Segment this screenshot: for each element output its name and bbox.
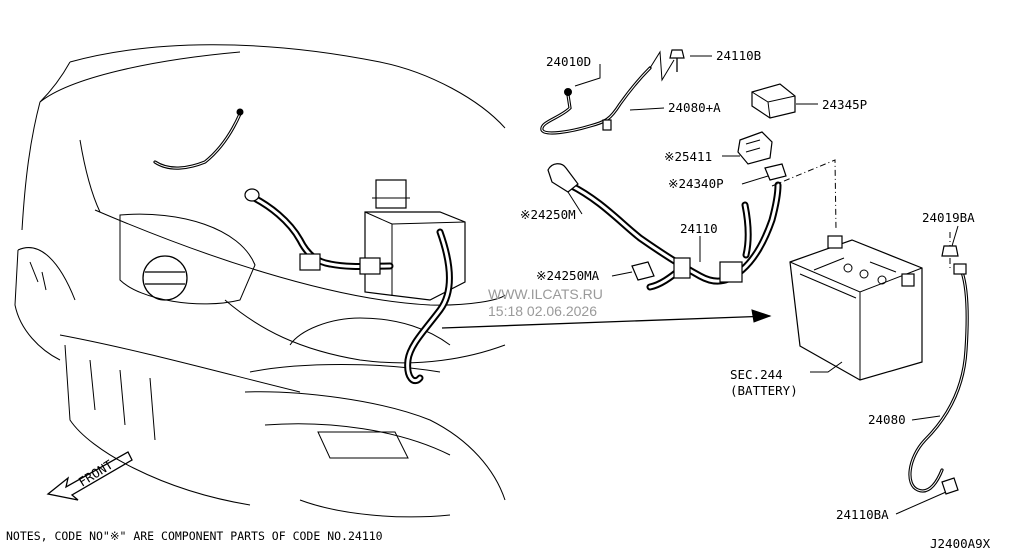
diagram-code: J2400A9X (930, 536, 991, 551)
callout-24110: 24110 (680, 221, 718, 236)
watermark-timestamp: 15:18 02.06.2026 (488, 303, 597, 319)
part-24340P-terminal (764, 163, 787, 181)
callout-24110B: 24110B (716, 48, 761, 63)
front-direction-arrow: FRONT (46, 451, 133, 501)
part-24250M-boot (547, 163, 579, 193)
watermark-site: WWW.ILCATS.RU (488, 286, 603, 302)
callout-25411: ※25411 (664, 149, 712, 164)
notes-text: NOTES, CODE NO"※" ARE COMPONENT PARTS OF… (6, 529, 383, 543)
part-24345P-cover (751, 83, 796, 119)
part-24110B-bolt (649, 49, 685, 82)
front-label: FRONT (76, 457, 116, 490)
vehicle-front-illustration (14, 44, 772, 518)
callout-24250M: ※24250M (520, 207, 576, 222)
callout-24019BA: 24019BA (922, 210, 975, 225)
part-24080-ground-cable (908, 245, 969, 495)
callout-24110BA: 24110BA (836, 507, 889, 522)
callout-battery: (BATTERY) (730, 383, 798, 398)
battery-unit (789, 235, 923, 381)
part-24010D-ground-wire (540, 66, 652, 135)
callout-24345P: 24345P (822, 97, 867, 112)
callout-24250MA: ※24250MA (536, 268, 600, 283)
part-24250MA-clip (631, 261, 655, 281)
callout-24080A: 24080+A (668, 100, 721, 115)
leader-lines (567, 55, 959, 515)
part-25411-fusible-link (737, 131, 773, 165)
callout-sec244: SEC.244 (730, 367, 783, 382)
callout-24010D: 24010D (546, 54, 591, 69)
callout-24340P: ※24340P (668, 176, 724, 191)
part-24110-battery-cable (566, 181, 782, 291)
callout-24080: 24080 (868, 412, 906, 427)
